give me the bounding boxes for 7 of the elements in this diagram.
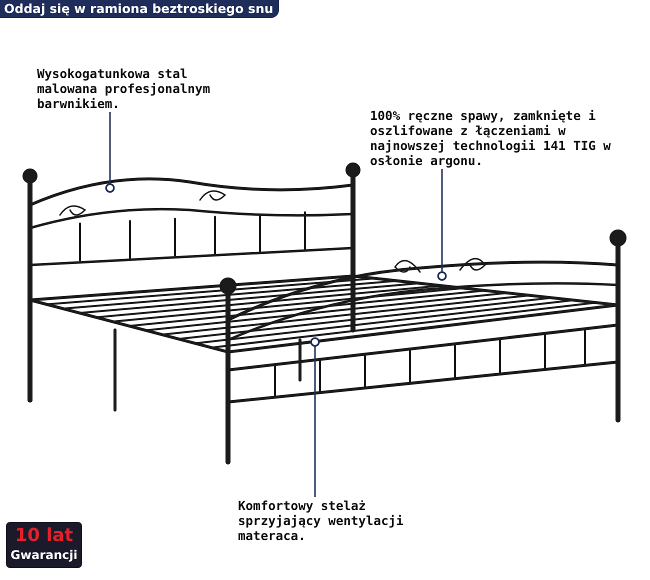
- title-banner: Oddaj się w ramiona beztroskiego snu: [0, 0, 280, 18]
- node-label: Wysokogatunkowa stal malowana profesjonalnym barwnikiem.: [37, 66, 210, 111]
- leader-line: [437, 169, 447, 281]
- badge-text: 10 lat: [14, 525, 74, 546]
- leader-line: [310, 337, 320, 497]
- badge-text: Gwarancji: [10, 548, 78, 562]
- leader-line: [105, 112, 115, 193]
